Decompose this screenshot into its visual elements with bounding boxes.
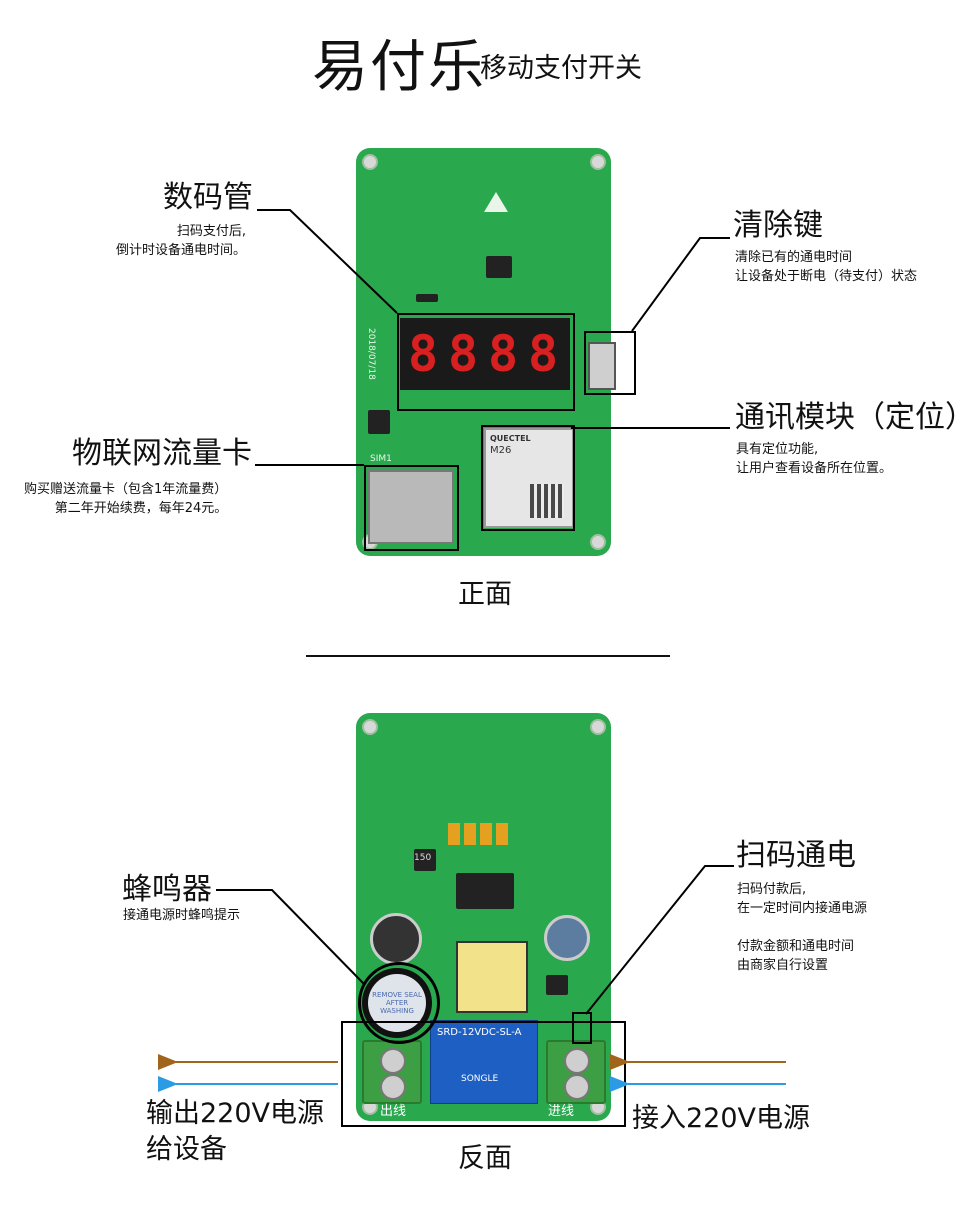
out-terminal-label: 出线 <box>380 1104 407 1119</box>
relay: SRD-12VDC-SL-A SONGLE <box>430 1020 538 1104</box>
section-divider <box>306 655 670 657</box>
mount-hole <box>362 154 378 170</box>
seven-seg-digit: 8 <box>408 325 439 383</box>
gsm-module: QUECTEL M26 <box>484 428 574 528</box>
clear-key-highlight <box>584 331 636 395</box>
digit-display-title: 数码管 <box>163 180 253 215</box>
output-terminal <box>362 1040 422 1104</box>
iot-card-desc: 购买赠送流量卡（包含1年流量费） 第二年开始续费，每年24元。 <box>24 482 228 516</box>
input-terminal <box>546 1040 606 1104</box>
ic-chip <box>368 410 390 434</box>
mount-hole <box>590 719 606 735</box>
ic-chip <box>486 256 512 278</box>
screw <box>564 1074 590 1100</box>
relay-brand: SONGLE <box>461 1074 499 1084</box>
clear-key-title: 清除键 <box>733 208 823 243</box>
transformer <box>456 941 528 1013</box>
digit-display-desc: 扫码支付后, 倒计时设备通电时间。 <box>116 224 247 258</box>
electrolytic-capacitor <box>544 915 590 961</box>
screw <box>380 1048 406 1074</box>
buzzer-desc: 接通电源时蜂鸣提示 <box>123 908 241 923</box>
inductor-label: 150 <box>414 853 432 863</box>
comm-module-title: 通讯模块（定位） <box>735 400 975 435</box>
clear-key-button[interactable] <box>588 342 616 390</box>
seven-segment-display: 8 8 8 8 <box>400 318 570 390</box>
screw <box>380 1074 406 1100</box>
in-terminal-label: 进线 <box>548 1104 575 1119</box>
scan-power-highlight <box>572 1012 592 1044</box>
seven-seg-digit: 8 <box>488 325 519 383</box>
scan-power-desc: 扫码付款后, 在一定时间内接通电源 付款金额和通电时间 由商家自行设置 <box>737 882 868 973</box>
clear-key-leader-line <box>631 237 730 332</box>
comm-module-desc: 具有定位功能, 让用户查看设备所在位置。 <box>736 442 893 476</box>
scan-power-title: 扫码通电 <box>736 838 856 873</box>
seven-seg-digit: 8 <box>448 325 479 383</box>
title-main: 易付乐 <box>312 35 486 100</box>
sim-card-slot <box>368 470 454 544</box>
iot-card-title: 物联网流量卡 <box>72 436 252 471</box>
warning-triangle-icon <box>484 192 508 212</box>
buzzer-title: 蜂鸣器 <box>122 872 212 907</box>
clear-key-desc: 清除已有的通电时间 让设备处于断电（待支付）状态 <box>735 250 918 284</box>
digit-display-highlight <box>397 313 575 411</box>
output-label: 输出220V电源 给设备 <box>146 1098 325 1165</box>
sim-label: SIM1 <box>370 454 392 464</box>
module-brand: QUECTEL <box>490 434 531 443</box>
qr-code-icon <box>530 484 564 518</box>
title-sub: 移动支付开关 <box>480 53 642 84</box>
ic-chip <box>546 975 568 995</box>
electrolytic-capacitor <box>370 913 422 965</box>
back-caption: 反面 <box>458 1143 512 1174</box>
digit-leader-line <box>257 209 398 314</box>
ic-chip <box>416 294 438 302</box>
ic-chip <box>456 873 514 909</box>
mount-hole <box>362 719 378 735</box>
relay-model: SRD-12VDC-SL-A <box>437 1027 522 1038</box>
capacitor <box>448 823 510 845</box>
buzzer-highlight <box>358 962 440 1044</box>
front-caption: 正面 <box>458 579 512 610</box>
input-label: 接入220V电源 <box>632 1103 811 1134</box>
sim-card-highlight <box>364 465 459 551</box>
screw <box>564 1048 590 1074</box>
buzzer-leader-line <box>216 889 366 986</box>
inductor-chip <box>414 849 436 871</box>
mount-hole <box>590 534 606 550</box>
module-model: M26 <box>490 445 512 456</box>
terminal-highlight <box>341 1021 626 1127</box>
scan-power-leader-line <box>585 865 734 1015</box>
seven-seg-digit: 8 <box>528 325 559 383</box>
module-highlight <box>481 425 575 531</box>
mount-hole <box>590 154 606 170</box>
